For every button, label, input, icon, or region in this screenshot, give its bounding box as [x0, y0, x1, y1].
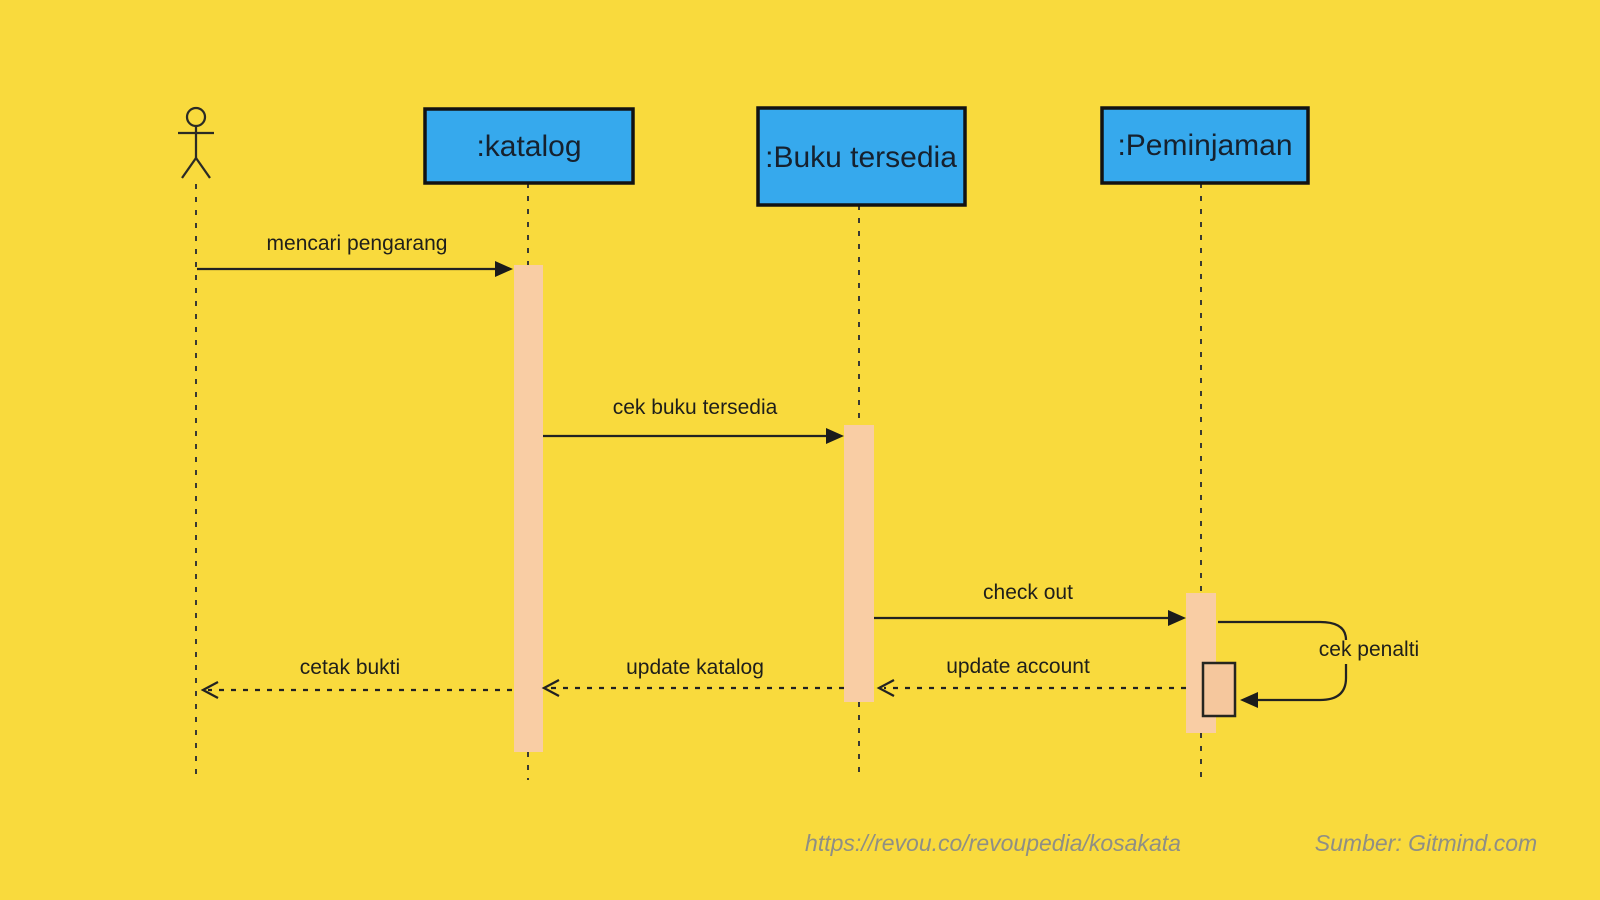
- message-cek-buku-tersedia: cek buku tersedia: [543, 396, 844, 444]
- arrowhead-update-account: [876, 679, 895, 697]
- message-selfline-in-cek-penalti: [1252, 664, 1348, 702]
- message-label-update-katalog: update katalog: [626, 656, 764, 679]
- actor-head: [185, 106, 207, 128]
- actor-figure: [178, 106, 214, 179]
- message-update-account: update account: [876, 655, 1186, 697]
- participant-box-katalog: [423, 107, 635, 185]
- message-cetak-bukti: cetak bukti: [200, 656, 512, 699]
- message-check-out: check out: [874, 581, 1186, 626]
- message-label-update-account: update account: [946, 655, 1090, 678]
- message-label-check-out: check out: [983, 581, 1073, 604]
- message-label-mencari-pengarang: mencari pengarang: [267, 232, 448, 255]
- actor-leg-right: [195, 157, 211, 179]
- participant-label-katalog: :katalog: [476, 130, 581, 163]
- participant-katalog: :katalog: [423, 107, 635, 185]
- activation-peminjaman-nested: [1201, 661, 1237, 718]
- footer-link: https://revou.co/revoupedia/kosakata: [805, 830, 1181, 856]
- message-update-katalog: update katalog: [541, 656, 844, 697]
- arrowhead-mencari-pengarang: [495, 261, 513, 277]
- actor-leg-left: [181, 157, 197, 179]
- message-cek-penalti: cek penalti: [1218, 620, 1419, 708]
- participant-box-peminjaman: [1100, 106, 1310, 185]
- message-label-cetak-bukti: cetak bukti: [300, 656, 400, 679]
- arrowhead-cek-penalti: [1240, 692, 1258, 708]
- arrowhead-check-out: [1168, 610, 1186, 626]
- participant-buku-tersedia: :Buku tersedia: [756, 106, 967, 207]
- activation-katalog: [514, 265, 543, 752]
- activation-buku-tersedia: [844, 425, 874, 702]
- arrowhead-cetak-bukti: [200, 681, 219, 699]
- arrowhead-cek-buku-tersedia: [826, 428, 844, 444]
- participant-label-buku-tersedia: :Buku tersedia: [765, 141, 957, 174]
- arrowhead-update-katalog: [541, 679, 560, 697]
- message-selfline-out-cek-penalti: [1218, 620, 1348, 641]
- message-label-cek-buku-tersedia: cek buku tersedia: [613, 396, 778, 419]
- footer-source: Sumber: Gitmind.com: [1315, 830, 1537, 856]
- participant-label-peminjaman: :Peminjaman: [1117, 129, 1292, 162]
- participant-box-buku-tersedia: [756, 106, 967, 207]
- message-mencari-pengarang: mencari pengarang: [197, 232, 513, 277]
- participant-peminjaman: :Peminjaman: [1100, 106, 1310, 185]
- message-label-cek-penalti: cek penalti: [1319, 638, 1419, 661]
